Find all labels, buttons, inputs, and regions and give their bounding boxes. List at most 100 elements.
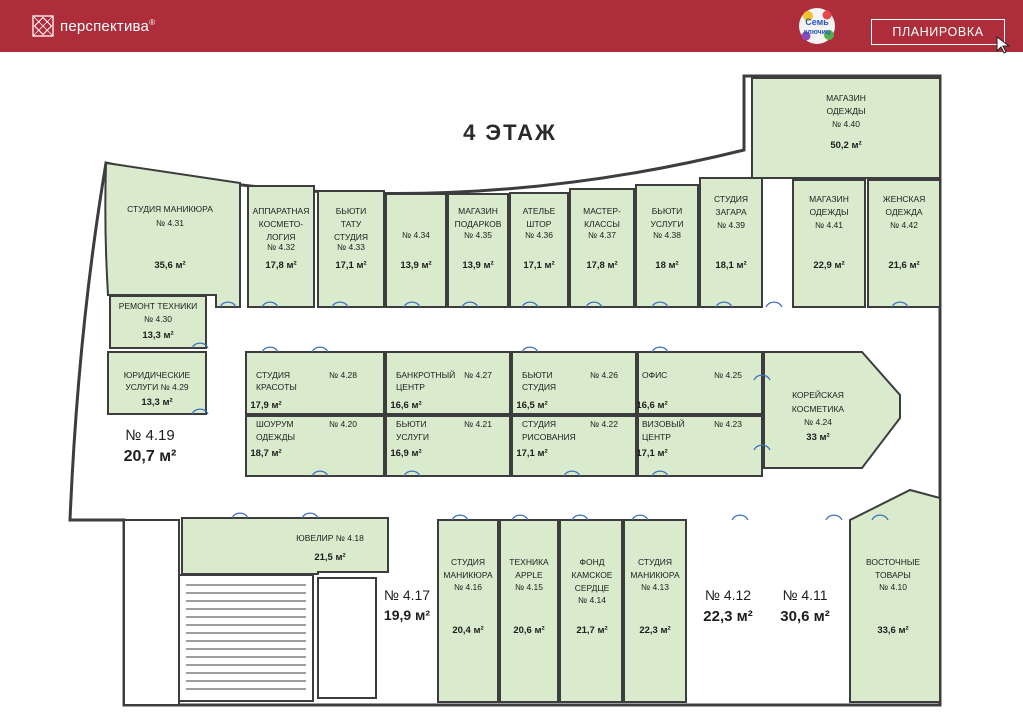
unit-area: 21,7 м²: [576, 625, 607, 636]
unit-label: СЕРДЦЕ: [575, 583, 610, 593]
unit-area: 17,1 м²: [636, 448, 667, 459]
unit-area: 17,8 м²: [265, 260, 296, 271]
unit-number: № 4.19: [125, 427, 174, 444]
unit-label: ШТОР: [527, 219, 552, 229]
unit-area: 22,9 м²: [813, 260, 844, 271]
unit-shape: [623, 519, 687, 703]
unit-area: 13,9 м²: [462, 260, 493, 271]
unit-shape: [511, 415, 637, 477]
unit-shape: [849, 488, 941, 703]
unit-number: № 4.14: [578, 595, 606, 605]
unit-area: 20,7 м²: [124, 448, 177, 465]
perspektiva-logo[interactable]: перспектива®: [32, 14, 155, 38]
unit-number: № 4.30: [144, 314, 172, 324]
unit-label: КОСМЕТО-: [259, 219, 304, 229]
unit-label: КАМСКОЕ: [572, 570, 613, 580]
unit-label: ВИЗОВЫЙ: [642, 418, 685, 429]
plan-button[interactable]: ПЛАНИРОВКА: [871, 19, 1005, 45]
unit-number: № 4.33: [337, 242, 365, 252]
unit-area: 17,8 м²: [586, 260, 617, 271]
unit-label: ЛОГИЯ: [266, 232, 295, 242]
plan-button-label: ПЛАНИРОВКА: [892, 25, 984, 39]
door-swing: [563, 470, 581, 477]
door-swing: [403, 301, 421, 308]
door-swing: [451, 514, 469, 521]
unit-4-19[interactable]: № 4.19 20,7 м²: [124, 427, 177, 465]
unit-label: РЕМОНТ ТЕХНИКИ: [119, 301, 198, 311]
unit-number: № 4.31: [156, 218, 184, 228]
unit-number: № 4.10: [879, 582, 907, 592]
unit-number: № 4.26: [590, 370, 618, 380]
unit-number: № 4.36: [525, 230, 553, 240]
door-swing: [825, 514, 843, 521]
unit-label: СТУДИЯ: [522, 419, 556, 429]
unit-shape: [317, 190, 385, 308]
pointer-cursor-icon: [996, 36, 1011, 54]
door-swing: [461, 301, 479, 308]
unit-shape: [511, 351, 637, 415]
unit-shape: [867, 179, 941, 308]
unit-shape: [107, 351, 207, 415]
unit-number: № 4.25: [714, 370, 742, 380]
unit-number: № 4.17: [384, 587, 430, 603]
unit-shape: [635, 184, 699, 308]
unit-label: ЮРИДИЧЕСКИЕ: [124, 370, 191, 380]
unit-label: МАГАЗИН: [809, 194, 849, 204]
unit-label: МАГАЗИН: [458, 206, 498, 216]
unit-shape: [509, 192, 569, 308]
unit-label: СТУДИЯ МАНИКЮРА: [127, 204, 213, 214]
unit-area: 17,1 м²: [523, 260, 554, 271]
door-swing: [731, 514, 749, 521]
unit-label: ОДЕЖДЫ: [256, 432, 295, 442]
door-swing: [261, 346, 279, 353]
unit-number: № 4.12: [705, 587, 751, 603]
unit-label: ОДЕЖДЫ: [827, 106, 866, 116]
perspektiva-logo-icon: [32, 15, 54, 37]
unit-label: СТУДИЯ: [714, 194, 748, 204]
badge-line1: Семь: [805, 17, 829, 27]
door-swing: [403, 470, 421, 477]
door-swing: [261, 301, 279, 308]
unit-number: № 4.22: [590, 419, 618, 429]
unit-label: ВОСТОЧНЫЕ: [866, 557, 920, 567]
unit-area: 20,6 м²: [513, 625, 544, 636]
unit-shape: [637, 415, 763, 477]
unit-label: РИСОВАНИЯ: [522, 432, 576, 442]
door-swing: [231, 512, 249, 519]
unit-label: БАНКРОТНЫЙ: [396, 369, 455, 380]
sem-klyuchits-badge[interactable]: Семь ключиц: [796, 6, 838, 46]
unit-number: № 4.16: [454, 582, 482, 592]
